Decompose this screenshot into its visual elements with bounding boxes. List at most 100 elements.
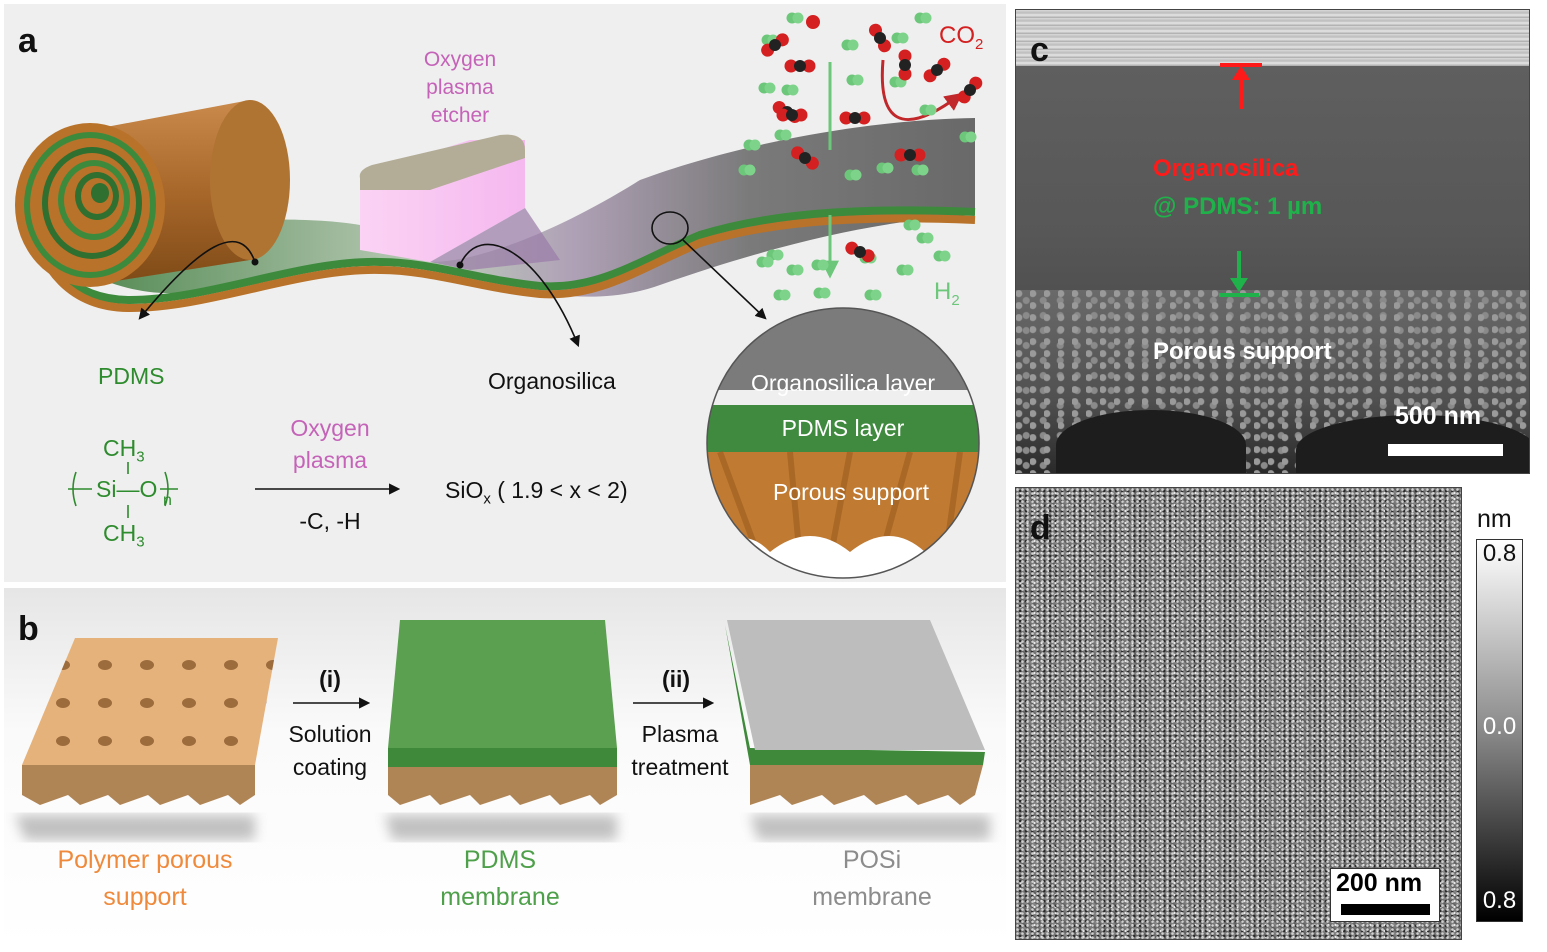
co2-label: CO2 xyxy=(939,22,983,53)
membrane-sheet xyxy=(26,118,976,313)
stage-label-pdms: PDMS membrane xyxy=(400,842,600,916)
stage-label-support: Polymer porous support xyxy=(20,842,270,916)
reaction-condition-bottom: -C, -H xyxy=(299,508,361,534)
etcher-label-line: Oxygen xyxy=(423,48,497,71)
step-line: Solution xyxy=(288,721,372,747)
h2-text: H xyxy=(934,278,952,305)
sem-pdms-thickness-label: @ PDMS: 1 µm xyxy=(1153,193,1323,220)
co2-molecule-icon xyxy=(957,76,983,104)
plasma-etcher xyxy=(359,134,560,270)
membrane-roll xyxy=(15,100,290,287)
pdms-n-subscript: n xyxy=(163,492,172,509)
h2-label: H2 xyxy=(934,278,960,309)
co2-molecule-icon xyxy=(845,241,875,263)
h2-molecule-icon xyxy=(738,164,756,176)
h2-molecule-icon xyxy=(786,264,804,276)
co2-text: CO xyxy=(939,22,975,49)
h2-molecule-icon xyxy=(844,169,862,181)
inset-pdms-layer: PDMS layer xyxy=(781,415,905,441)
product-formula: SiO xyxy=(445,477,484,503)
panel-d-afm-image xyxy=(1015,487,1462,940)
h2-molecule-icon xyxy=(916,232,934,244)
ch-subscript: 3 xyxy=(136,448,145,466)
h2-molecule-icon xyxy=(756,256,774,268)
posi-membrane-block xyxy=(725,620,985,805)
co2-subscript: 2 xyxy=(975,35,984,53)
sem-scale-bar xyxy=(1388,444,1503,456)
stage-line: membrane xyxy=(812,883,932,911)
pdms-si-o: Si—O xyxy=(96,476,158,502)
inset-porous-support: Porous support xyxy=(773,479,929,505)
panel-a-label: a xyxy=(18,22,37,60)
co2-molecule-icon xyxy=(784,59,816,73)
product-range: ( 1.9 < x < 2) xyxy=(497,477,628,503)
co2-molecule-icon xyxy=(806,15,820,29)
pdms-shadow xyxy=(385,815,617,840)
colorbar-top-tick: 0.8 xyxy=(1482,540,1517,567)
panel-b-illustration xyxy=(15,620,990,840)
h2-molecule-icon xyxy=(813,287,831,299)
reaction-product: SiOx ( 1.9 < x < 2) xyxy=(445,477,628,508)
co2-molecule-icon xyxy=(776,108,808,122)
h2-molecule-icon xyxy=(846,74,864,86)
ch-text: CH xyxy=(103,520,137,546)
step-line: treatment xyxy=(631,754,729,780)
gas-molecules xyxy=(738,12,983,301)
h2-molecule-icon xyxy=(811,259,829,271)
colorbar-unit: nm xyxy=(1477,505,1512,533)
h2-molecule-icon xyxy=(773,289,791,301)
h2-molecule-icon xyxy=(896,264,914,276)
h2-molecule-icon xyxy=(903,219,921,231)
panel-c-label: c xyxy=(1030,31,1049,69)
zoom-circle xyxy=(651,211,689,245)
co2-molecule-icon xyxy=(869,23,891,53)
colorbar xyxy=(1476,539,1523,922)
pdms-callout-label: PDMS xyxy=(98,363,165,389)
h2-molecule-icon xyxy=(891,32,909,44)
colorbar-bottom-tick: 0.8 xyxy=(1482,887,1517,914)
afm-scale-bar-label: 200 nm xyxy=(1336,869,1423,897)
h2-molecule-icon xyxy=(743,139,761,151)
porous-support-block xyxy=(22,638,278,805)
pdms-callout-line xyxy=(138,240,256,320)
co2-molecule-icon xyxy=(898,49,912,81)
h2-molecule-icon xyxy=(786,12,804,24)
step-i-label: Solution coating xyxy=(275,718,385,784)
co2-molecule-icon xyxy=(791,146,819,170)
afm-scale-bar xyxy=(1341,904,1430,915)
organosilica-callout-label: Organosilica xyxy=(488,368,616,394)
sem-top-layer xyxy=(1016,10,1529,66)
h2-molecule-icon xyxy=(876,162,894,174)
step-ii-label: Plasma treatment xyxy=(620,718,740,784)
posi-shadow xyxy=(750,815,990,840)
h2-molecule-icon xyxy=(781,84,799,96)
h2-molecule-icon xyxy=(766,249,784,261)
h2-molecule-icon xyxy=(959,131,977,143)
h2-molecule-icon xyxy=(919,104,937,116)
etcher-label: Oxygen plasma etcher xyxy=(405,46,515,130)
co2-molecule-icon xyxy=(894,148,926,162)
stage-line: PDMS xyxy=(463,846,537,874)
stage-line: POSi xyxy=(842,846,902,874)
reaction-condition-top: Oxygen plasma xyxy=(265,412,395,476)
ch-text: CH xyxy=(103,435,137,461)
panel-b-label: b xyxy=(18,610,39,648)
etcher-label-line: plasma xyxy=(426,76,494,99)
panel-d-label: d xyxy=(1030,509,1051,547)
pdms-ch3-bottom: CH3 xyxy=(103,520,145,551)
h2-molecule-icon xyxy=(774,129,792,141)
h2-subscript: 2 xyxy=(951,291,960,309)
stage-label-posi: POSi membrane xyxy=(772,842,972,916)
co2-molecule-icon xyxy=(923,57,951,83)
pdms-structure-bonds xyxy=(68,462,178,518)
step-line: Plasma xyxy=(641,721,719,747)
h2-molecule-icon xyxy=(758,82,776,94)
panel-a-illustration xyxy=(15,12,983,579)
step-i-id: (i) xyxy=(319,666,341,692)
co2-molecule-icon xyxy=(761,33,789,57)
pdms-membrane-block xyxy=(388,620,617,805)
organosilica-callout-line xyxy=(459,243,580,348)
stage-line: support xyxy=(103,883,187,911)
sem-organosilica-layer xyxy=(1016,66,1529,306)
